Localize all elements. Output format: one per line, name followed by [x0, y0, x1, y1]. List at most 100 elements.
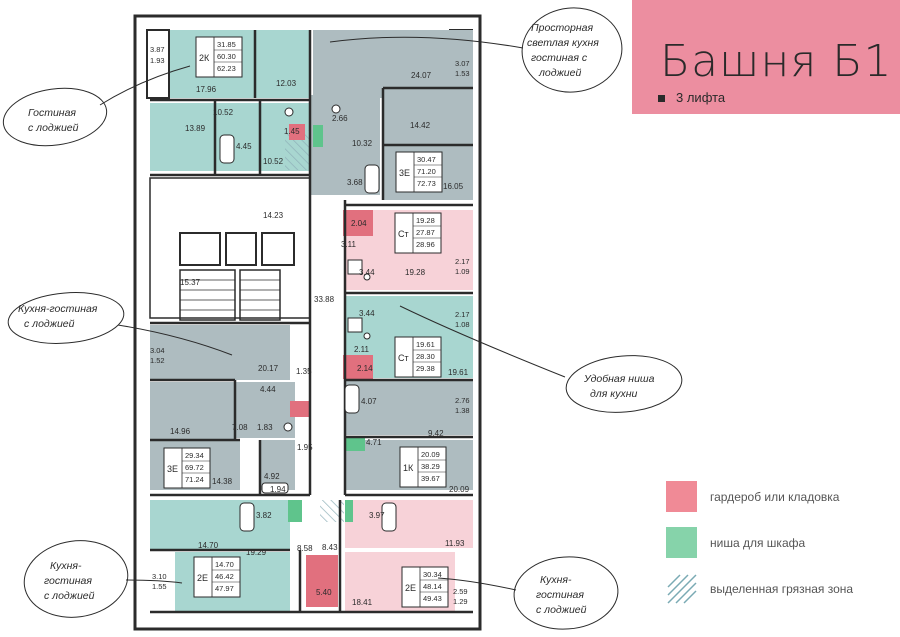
- callout-line: лоджией: [538, 67, 581, 79]
- apartment-type: 2К: [199, 53, 210, 63]
- room-area: 4.07: [361, 397, 377, 406]
- room-area: 19.61: [448, 368, 469, 377]
- room-area: 8.58: [297, 544, 313, 553]
- room-fill: [150, 325, 290, 380]
- apartment-area: 19.28: [416, 216, 435, 225]
- loggia-area: 3.10: [152, 572, 167, 581]
- lift-count: 3 лифта: [676, 90, 726, 105]
- wardrobe-swatch: [666, 481, 697, 512]
- loggia-area: 2.17: [455, 310, 470, 319]
- loggia-frame-nw: [146, 29, 170, 99]
- room-area: 4.45: [236, 142, 252, 151]
- apartment-area: 30.47: [417, 155, 436, 164]
- room-area: 20.09: [449, 485, 470, 494]
- apartment-area: 69.72: [185, 463, 204, 472]
- apartment-box: [394, 212, 442, 254]
- callout-line: с лоджией: [24, 318, 75, 330]
- room-area: 15.37: [180, 278, 201, 287]
- loggia-area: 3.07: [455, 59, 470, 68]
- room-area: 18.41: [352, 598, 373, 607]
- dirty-zone-hatch: [320, 500, 344, 522]
- room-area: 2.66: [332, 114, 348, 123]
- room-area: 14.96: [170, 427, 191, 436]
- apartment-box: [401, 566, 449, 608]
- callout-line: с лоджией: [28, 122, 79, 134]
- room-area: 3.68: [347, 178, 363, 187]
- room-area-labels: 17.96 12.03 24.07 10.52 14.42 13.89 4.45…: [170, 71, 470, 607]
- room-area: 33.88: [314, 295, 335, 304]
- fixtures: [219, 104, 397, 532]
- loggia-area: 3.87: [150, 45, 165, 54]
- legend-item-niche: ниша для шкафа: [666, 527, 900, 561]
- niche-fill: [288, 500, 302, 522]
- loggia-area: 1.93: [150, 56, 165, 65]
- callout-line: Кухня-: [50, 560, 82, 572]
- apartment-type: 2Е: [197, 573, 208, 583]
- apartment-box: [399, 446, 447, 488]
- legend-item-wardrobe: гардероб или кладовка: [666, 481, 900, 515]
- niche-swatch: [666, 527, 697, 558]
- loggia-area: 2.59: [453, 587, 468, 596]
- callout-line: гостиная: [44, 575, 92, 587]
- title-block: Башня Б1 3 лифта: [632, 0, 900, 114]
- room-area: 3.82: [256, 511, 272, 520]
- niche-fill: [345, 500, 353, 522]
- room-area: 11.93: [445, 539, 465, 548]
- niche-fill: [345, 437, 365, 451]
- apartment-area: 39.67: [421, 474, 440, 483]
- lift-shaft: [179, 232, 221, 266]
- room-area: 13.89: [185, 124, 206, 133]
- apartment-type: 2Е: [405, 583, 416, 593]
- room-area: 14.38: [212, 477, 233, 486]
- room-fill: [260, 440, 295, 490]
- callout-line: светлая кухня: [527, 37, 599, 49]
- room-fill: [313, 30, 473, 98]
- room-fill: [150, 500, 290, 550]
- apartment-area: 27.87: [416, 228, 435, 237]
- wardrobe-fill: [306, 555, 338, 607]
- legend-item-hatch: выделенная грязная зона: [666, 573, 900, 607]
- hatch-swatch: [667, 574, 697, 604]
- room-area: 1.45: [284, 127, 300, 136]
- room-area: 24.07: [411, 71, 432, 80]
- apartment-info-boxes: 2К31.8560.3062.233Е30.4771.2072.73Ст19.2…: [163, 36, 449, 608]
- loggia-area: 3.04: [150, 346, 165, 355]
- room-fill: [345, 500, 473, 548]
- callout-line: Кухня-гостиная: [18, 303, 98, 315]
- room-area: 2.04: [351, 219, 367, 228]
- lift-shaft: [261, 232, 295, 266]
- callout-texts: Гостиная с лоджией Просторная светлая ку…: [18, 22, 655, 616]
- room-area: 3.44: [359, 309, 375, 318]
- apartment-area: 47.97: [215, 584, 234, 593]
- wardrobe-fill: [289, 124, 305, 140]
- apartment-area: 71.20: [417, 167, 436, 176]
- apartment-area: 71.24: [185, 475, 204, 484]
- room-area: 16.05: [443, 182, 464, 191]
- room-fill: [383, 90, 473, 145]
- apartment-box: [394, 336, 442, 378]
- apartment-type: 3Е: [399, 168, 410, 178]
- room-area: 20.17: [258, 364, 279, 373]
- apartment-area: 48.14: [423, 582, 442, 591]
- loggia-area: 1.29: [453, 597, 468, 606]
- callout-line: Удобная ниша: [583, 373, 655, 385]
- room-fill: [345, 380, 473, 435]
- room-area: 9.42: [428, 429, 444, 438]
- internal-walls: [150, 30, 473, 614]
- room-area: 10.52: [213, 108, 234, 117]
- apartment-box: [195, 36, 243, 78]
- lift-shaft: [225, 232, 257, 266]
- callout-line: с лоджией: [536, 604, 587, 616]
- apartment-area: 49.43: [423, 594, 442, 603]
- room-fill: [150, 382, 235, 440]
- loggia-area: 1.55: [152, 582, 167, 591]
- loggia-area: 1.53: [455, 69, 470, 78]
- loggia-area: 1.38: [455, 406, 470, 415]
- tower-title: Башня Б1: [660, 36, 893, 87]
- room-area: 5.40: [316, 588, 332, 597]
- room-area: 1.94: [270, 485, 286, 494]
- room-area: 14.23: [263, 211, 284, 220]
- apartment-area: 46.42: [215, 572, 234, 581]
